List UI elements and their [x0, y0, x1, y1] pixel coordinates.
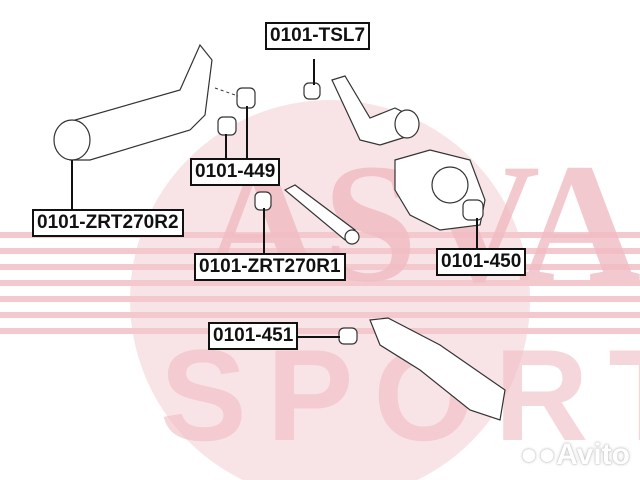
leader-line-449-a — [225, 134, 227, 159]
leader-line-zrt270r2 — [71, 160, 73, 210]
leader-line-tsl7 — [313, 59, 315, 85]
leader-line-451 — [298, 336, 340, 338]
part-label-449: 0101-449 — [190, 158, 281, 186]
avito-watermark: ●●Avito — [519, 438, 630, 471]
leader-line-zrt270r1 — [263, 208, 265, 254]
leader-line-449-b — [246, 106, 248, 159]
part-label-450: 0101-450 — [436, 248, 527, 276]
leader-line-450 — [476, 218, 478, 249]
part-label-451: 0101-451 — [208, 322, 299, 350]
avito-dots-icon: ●● — [519, 438, 557, 471]
part-label-tsl7: 0101-TSL7 — [265, 22, 371, 50]
part-label-zrt270r2: 0101-ZRT270R2 — [32, 209, 184, 237]
part-label-zrt270r1: 0101-ZRT270R1 — [194, 253, 346, 281]
